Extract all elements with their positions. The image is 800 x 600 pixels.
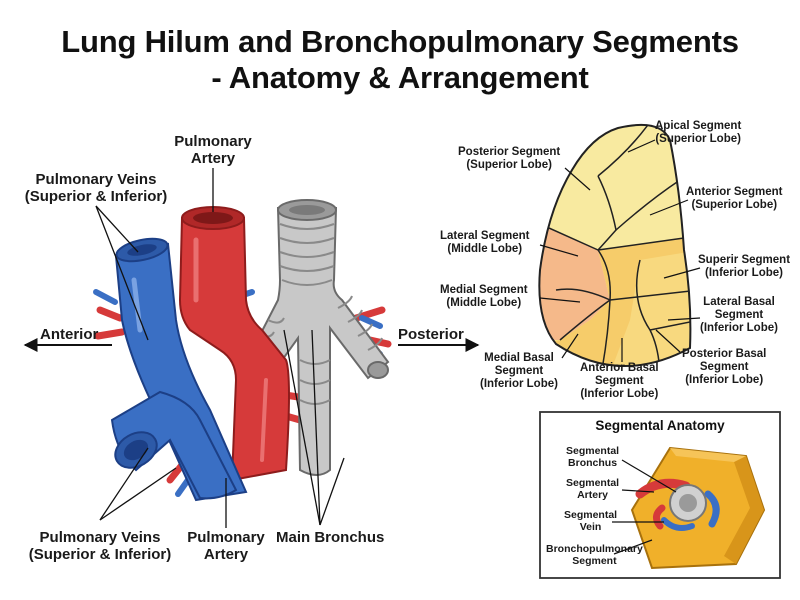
label-line: (Superior & Inferior) — [28, 545, 172, 563]
label-apical-segment: Apical Segment (Superior Lobe) — [655, 120, 741, 146]
label-posterior: Posterior — [398, 326, 464, 343]
label-line: Pulmonary — [187, 529, 265, 546]
label-posterior-basal-segment: Posterior Basal Segment (Inferior Lobe) — [682, 348, 766, 387]
label-line: (Inferior Lobe) — [480, 377, 558, 390]
segmental-anatomy-inset — [539, 411, 781, 579]
label-segmental-bronchus: Segmental Bronchus — [566, 445, 620, 470]
label-line: Pulmonary Veins — [39, 529, 161, 546]
lung-outline — [538, 124, 692, 368]
label-line: Artery — [190, 149, 236, 167]
label-pulmonary-veins-top: Pulmonary Veins (Superior & Inferior) — [8, 171, 184, 206]
label-line: Segment — [595, 374, 644, 387]
label-posterior-segment: Posterior Segment (Superior Lobe) — [458, 146, 560, 172]
label-line: Vein — [579, 520, 602, 533]
label-main-bronchus: Main Bronchus — [276, 529, 385, 546]
label-line: Apical Segment — [655, 120, 742, 132]
label-line: (Superior Lobe) — [691, 198, 778, 211]
label-anterior: Anterior — [40, 326, 99, 343]
label-line: (Middle Lobe) — [447, 242, 523, 255]
label-pulmonary-artery-top: Pulmonary Artery — [170, 133, 256, 168]
label-line: Posterior Basal — [682, 348, 767, 360]
label-pulmonary-artery-bottom: Pulmonary Artery — [182, 529, 270, 564]
label-line: Posterior Segment — [458, 146, 561, 158]
label-line: Segment — [699, 360, 749, 373]
pulmonary-veins-shape — [110, 237, 248, 502]
label-bronchopulmonary-segment: Bronchopulmonary Segment — [546, 543, 643, 568]
label-line: Segmental — [566, 477, 620, 489]
label-line: Segment — [572, 554, 617, 567]
label-line: (Inferior Lobe) — [580, 387, 659, 400]
label-line: Segmental — [566, 445, 620, 457]
label-line: Segment — [494, 364, 544, 377]
label-line: Lateral Basal — [703, 296, 775, 308]
diagram-title-line1: Lung Hilum and Bronchopulmonary Segments — [61, 24, 739, 59]
label-line: (Inferior Lobe) — [705, 266, 783, 279]
hilum-leader-lines — [95, 168, 345, 528]
hilum-illustration — [23, 168, 480, 528]
diagram-title-line2: - Anatomy & Arrangement — [211, 60, 589, 95]
label-line: Anterior Basal — [580, 362, 659, 374]
pulmonary-artery-shape — [178, 206, 290, 482]
label-lateral-basal-segment: Lateral Basal Segment (Inferior Lobe) — [700, 296, 778, 335]
label-line: Artery — [577, 488, 609, 501]
segment-leader-lines — [539, 139, 701, 362]
label-line: (Superior Lobe) — [655, 132, 741, 145]
label-line: Medial Segment — [440, 284, 528, 296]
label-segmental-artery: Segmental Artery — [566, 477, 620, 502]
label-superior-segment-inferior: Superir Segment (Inferior Lobe) — [698, 254, 790, 280]
label-line: Artery — [203, 545, 249, 563]
label-lateral-segment-middle: Lateral Segment (Middle Lobe) — [440, 230, 529, 256]
label-pulmonary-veins-bottom: Pulmonary Veins (Superior & Inferior) — [12, 529, 188, 564]
label-line: (Inferior Lobe) — [685, 373, 764, 386]
label-anterior-basal-segment: Anterior Basal Segment (Inferior Lobe) — [580, 362, 659, 401]
label-line: Lateral Segment — [440, 230, 530, 242]
label-line: (Superior & Inferior) — [24, 187, 168, 205]
label-line: Pulmonary — [174, 133, 252, 150]
label-line: Segment — [714, 308, 764, 321]
main-bronchus-shape — [238, 199, 390, 476]
label-line: Segmental — [564, 509, 618, 521]
inset-title: Segmental Anatomy — [595, 418, 725, 433]
label-line: Pulmonary Veins — [35, 171, 157, 188]
label-line: Superir Segment — [698, 254, 791, 266]
label-segmental-vein: Segmental Vein — [564, 509, 618, 534]
label-line: (Middle Lobe) — [446, 296, 522, 309]
label-line: Medial Basal — [484, 352, 554, 364]
label-line: Bronchopulmonary — [546, 543, 643, 555]
label-line: Anterior Segment — [686, 186, 783, 198]
label-anterior-segment: Anterior Segment (Superior Lobe) — [686, 186, 783, 212]
label-line: (Inferior Lobe) — [700, 321, 778, 334]
label-line: (Superior Lobe) — [466, 158, 552, 171]
label-medial-basal-segment: Medial Basal Segment (Inferior Lobe) — [480, 352, 558, 391]
label-line: Bronchus — [568, 456, 618, 469]
label-medial-segment-middle: Medial Segment (Middle Lobe) — [440, 284, 528, 310]
